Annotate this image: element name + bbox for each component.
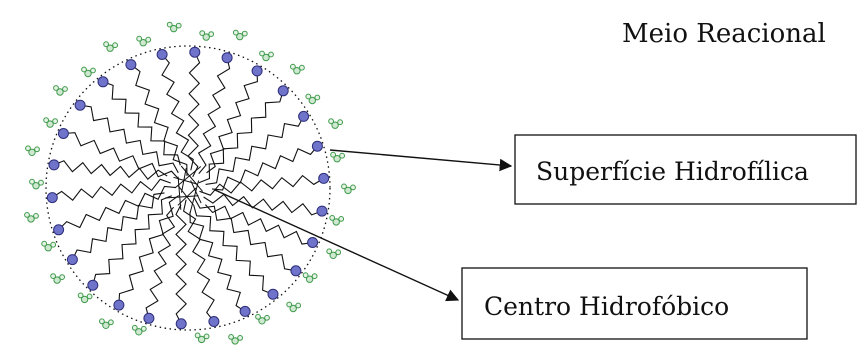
micelle-boundary [45,45,331,331]
surfactant-tail [51,178,171,201]
surfactant-tail [199,174,324,196]
water-molecule [24,212,39,223]
surfactant-tail [182,199,215,322]
surfactant-tail [189,211,246,312]
water-molecules [24,21,356,345]
surfactant-tail [92,195,173,286]
water-molecule [290,63,305,75]
surfactant-tail [102,81,181,166]
water-molecule [305,93,321,105]
water-molecule [302,272,318,283]
surfactant-tail [197,57,231,174]
hydrophilic-head [97,76,109,88]
water-molecule [103,41,118,52]
surfactant-tail [80,104,179,174]
surfactant-tail [63,132,180,181]
water-molecule [25,145,40,157]
water-molecule [77,292,93,304]
water-molecule [255,313,270,325]
core-chain-segment [173,176,198,185]
water-molecule [29,178,44,190]
water-molecule [341,183,356,195]
core-label: Centro Hidrofóbico [484,292,729,321]
water-molecule [43,117,58,128]
surface-arrow [329,149,513,172]
hydrophilic-head [175,318,187,330]
water-molecule [326,248,342,260]
core-chain-segment [165,195,199,199]
surfactant-tail [198,90,284,184]
surfactant-tail [118,195,180,306]
hydrophilic-head [307,237,319,248]
hydrophilic-head [290,265,302,277]
water-molecule [166,21,182,33]
surface-label-box [514,134,857,205]
water-molecule [228,334,244,345]
core-chain-segment [174,166,202,189]
core-arrow [214,189,460,302]
surfactant-tail [58,185,177,231]
surfactant-tail [206,70,258,174]
water-molecule [99,318,114,329]
water-molecule [199,30,215,41]
water-molecule [81,66,96,78]
hydrophilic-head [208,316,220,327]
hydrophilic-head [74,99,86,111]
water-molecule [50,273,65,284]
surfactant-tail [211,145,318,191]
water-molecule [136,35,152,47]
hydrophilic-head [53,224,65,236]
surfactant-tail [193,197,296,272]
hydrophilic-head [48,159,60,171]
surfactant-tail [130,64,188,177]
surfactant-tail [161,54,194,171]
hydrophilic-head [143,312,155,324]
water-molecule [259,50,274,62]
hydrophilic-head [125,59,137,71]
hydrophilic-head [87,279,99,291]
surfactant-tail [187,51,201,178]
hydrophilic-head [316,205,328,217]
water-molecule [286,301,302,313]
water-molecule [330,151,346,163]
surfactant-tail [193,204,274,295]
hydrophilic-heads [46,46,330,330]
surfactant-tail [145,206,176,319]
core-chain-segment [177,185,194,206]
surfactant-tail [53,160,168,180]
core-chain-segment [189,180,200,214]
hydrophilic-head [298,110,310,122]
hydrophilic-head [311,140,323,152]
hydrophilic-head [239,305,251,317]
hydrophilic-head [277,85,289,97]
core-label-box [461,267,808,340]
hydrophilic-head [46,192,58,204]
hydrophilic-head [251,65,263,77]
medium-label: Meio Reacional [622,19,826,49]
water-molecule [131,324,147,336]
hydrophilic-head [156,49,168,60]
water-molecule [53,85,68,96]
core-chain-segment [180,165,203,192]
hydrophilic-head [66,254,78,266]
surfactant-tail [175,204,187,325]
hydrophilic-head [221,52,233,64]
surfactant-tail [204,204,313,245]
hydrophilic-head [57,128,69,139]
water-molecule [232,29,248,41]
water-molecule [329,215,345,226]
hydrophilic-head [318,172,330,184]
hydrophilic-head [189,46,201,58]
hydrophobic-tails [51,51,324,325]
surfactant-tail [71,192,165,260]
water-molecule [41,240,57,252]
water-molecule [194,332,210,344]
surfactant-tail [205,116,305,185]
water-molecule [328,118,344,129]
hydrophilic-head [267,288,279,300]
surface-label: Superfície Hidrofílica [536,157,809,186]
core-chain-segment [177,176,182,210]
hydrophilic-head [113,299,125,311]
